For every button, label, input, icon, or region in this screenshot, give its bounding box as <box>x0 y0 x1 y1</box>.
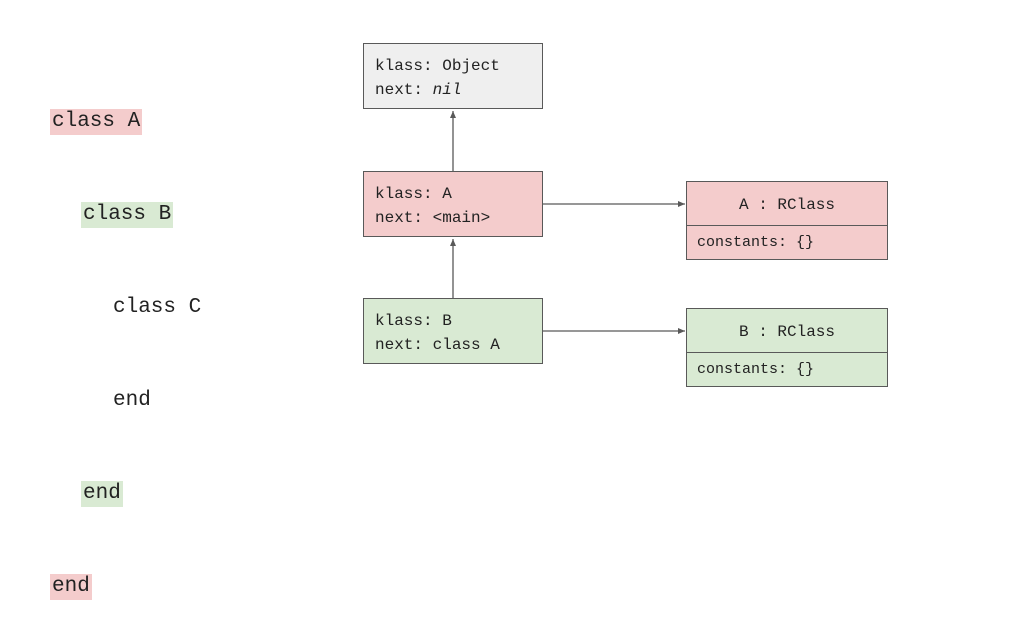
rclass-title: B : RClass <box>687 309 887 353</box>
next-row: next: class A <box>375 333 531 357</box>
klass-value: B <box>442 312 452 330</box>
rclass-a: A : RClass constants: {} <box>686 181 888 260</box>
klass-row: klass: Object <box>375 54 531 78</box>
klass-value: A <box>442 185 452 203</box>
rclass-b: B : RClass constants: {} <box>686 308 888 387</box>
rclass-constants: constants: {} <box>697 234 815 251</box>
code-listing: class A class B class C end end end <box>50 44 203 633</box>
code-line-text: end <box>113 389 151 412</box>
next-value: <main> <box>432 209 491 227</box>
next-label: next: <box>375 209 424 227</box>
frame-object: klass: Object next: nil <box>363 43 543 109</box>
next-label: next: <box>375 336 424 354</box>
code-line-text: class C <box>113 296 202 319</box>
code-line-1: class A <box>50 106 203 137</box>
next-value: class A <box>432 336 500 354</box>
code-line-text: end <box>81 481 123 507</box>
klass-label: klass: <box>375 312 433 330</box>
klass-value: Object <box>442 57 500 75</box>
code-line-text: class A <box>50 109 143 135</box>
next-label: next: <box>375 81 424 99</box>
frame-b: klass: B next: class A <box>363 298 543 364</box>
rclass-title: A : RClass <box>687 182 887 226</box>
next-row: next: <main> <box>375 206 531 230</box>
next-value: nil <box>432 81 462 99</box>
klass-row: klass: B <box>375 309 531 333</box>
klass-label: klass: <box>375 185 433 203</box>
frame-a: klass: A next: <main> <box>363 171 543 237</box>
klass-label: klass: <box>375 57 433 75</box>
code-line-text: end <box>50 574 92 600</box>
rclass-constants: constants: {} <box>697 361 815 378</box>
klass-row: klass: A <box>375 182 531 206</box>
code-line-4: end <box>50 385 203 416</box>
code-line-text: class B <box>81 202 174 228</box>
code-line-5: end <box>50 478 203 509</box>
code-line-3: class C <box>50 292 203 323</box>
code-line-2: class B <box>50 199 203 230</box>
next-row: next: nil <box>375 78 531 102</box>
